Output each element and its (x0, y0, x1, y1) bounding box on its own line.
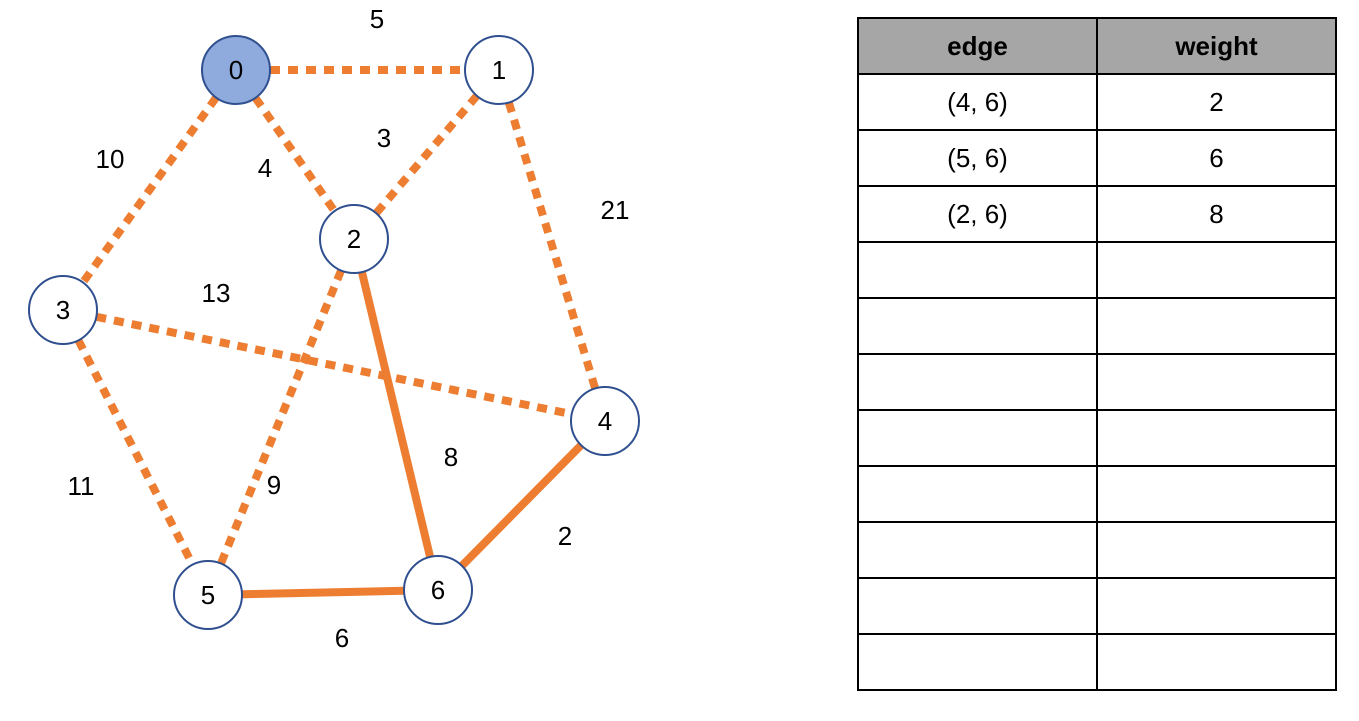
edge-cell (857, 633, 1098, 691)
weight-cell (1096, 409, 1337, 467)
node-circle (173, 560, 243, 630)
weight-cell (1096, 577, 1337, 635)
edge-weight-2-6: 8 (444, 442, 458, 472)
edge-cell (857, 577, 1098, 635)
table-row: (2, 6)8 (857, 185, 1337, 243)
edge-cell (857, 353, 1098, 411)
edge-cell: (2, 6) (857, 185, 1098, 243)
node-circle (319, 204, 389, 274)
node-label: 3 (56, 295, 70, 325)
edge-5-6 (241, 586, 405, 599)
table-row (857, 409, 1337, 467)
node-circle (570, 386, 640, 456)
edge-weight-table: edge weight (4, 6)2 (5, 6)6 (2, 6)8 (857, 17, 1337, 691)
graph-diagram: 5 4 10 3 21 13 11 9 8 2 6 0 1 2 3 4 5 6 (28, 4, 640, 653)
node-label: 2 (347, 224, 361, 254)
table-row (857, 577, 1337, 635)
node-label: 0 (229, 55, 243, 85)
weight-cell (1096, 297, 1337, 355)
edges-layer (74, 66, 599, 599)
node-label: 4 (598, 406, 612, 436)
nodes-layer: 0 1 2 3 4 5 6 (28, 35, 640, 630)
node-label: 5 (201, 580, 215, 610)
header-edge: edge (857, 17, 1098, 75)
edge-weight-2-5: 9 (267, 470, 281, 500)
table-row (857, 521, 1337, 579)
weight-cell (1096, 241, 1337, 299)
node-0: 0 (201, 35, 271, 105)
edge-2-5 (217, 268, 345, 566)
weight-cell: 2 (1096, 73, 1337, 131)
edge-cell (857, 409, 1098, 467)
node-circle (464, 35, 534, 105)
weight-cell (1096, 353, 1337, 411)
table-row: (5, 6)6 (857, 129, 1337, 187)
edge-1-4 (505, 101, 599, 390)
node-4: 4 (570, 386, 640, 456)
edge-3-5 (74, 338, 197, 567)
node-label: 1 (492, 55, 506, 85)
weight-cell (1096, 521, 1337, 579)
node-circle (28, 275, 98, 345)
edge-weight-0-2: 4 (258, 153, 272, 183)
edge-0-3 (79, 95, 220, 285)
table-row (857, 297, 1337, 355)
header-weight: weight (1096, 17, 1337, 75)
weight-cell (1096, 633, 1337, 691)
edge-cell (857, 297, 1098, 355)
edge-weight-0-3: 10 (96, 144, 125, 174)
weight-cell: 8 (1096, 185, 1337, 243)
table-row (857, 633, 1337, 691)
node-circle (201, 35, 271, 105)
edge-0-2 (252, 95, 338, 214)
edge-cell: (5, 6) (857, 129, 1098, 187)
weight-cell (1096, 465, 1337, 523)
edge-cell (857, 521, 1098, 579)
node-label: 6 (431, 575, 445, 605)
edge-weight-1-2: 3 (377, 123, 391, 153)
table-row (857, 465, 1337, 523)
edge-weight-5-6: 6 (335, 623, 349, 653)
node-3: 3 (28, 275, 98, 345)
edge-4-6 (459, 442, 584, 569)
node-2: 2 (319, 204, 389, 274)
edge-cell: (4, 6) (857, 73, 1098, 131)
table-row (857, 241, 1337, 299)
table-row: (4, 6)2 (857, 73, 1337, 131)
edge-weight-3-5: 11 (68, 471, 95, 501)
edge-weight-0-1: 5 (370, 4, 384, 34)
node-circle (403, 555, 473, 625)
edge-3-4 (95, 312, 573, 419)
edge-cell (857, 241, 1098, 299)
table-header-row: edge weight (857, 17, 1337, 75)
edge-2-6 (358, 271, 434, 558)
edge-1-2 (373, 93, 480, 216)
node-5: 5 (173, 560, 243, 630)
weight-cell: 6 (1096, 129, 1337, 187)
table-row (857, 353, 1337, 411)
node-6: 6 (403, 555, 473, 625)
node-1: 1 (464, 35, 534, 105)
edge-weight-1-4: 21 (601, 195, 630, 225)
edge-weight-4-6: 2 (558, 521, 572, 551)
edge-cell (857, 465, 1098, 523)
edge-weight-3-4: 13 (202, 278, 231, 308)
